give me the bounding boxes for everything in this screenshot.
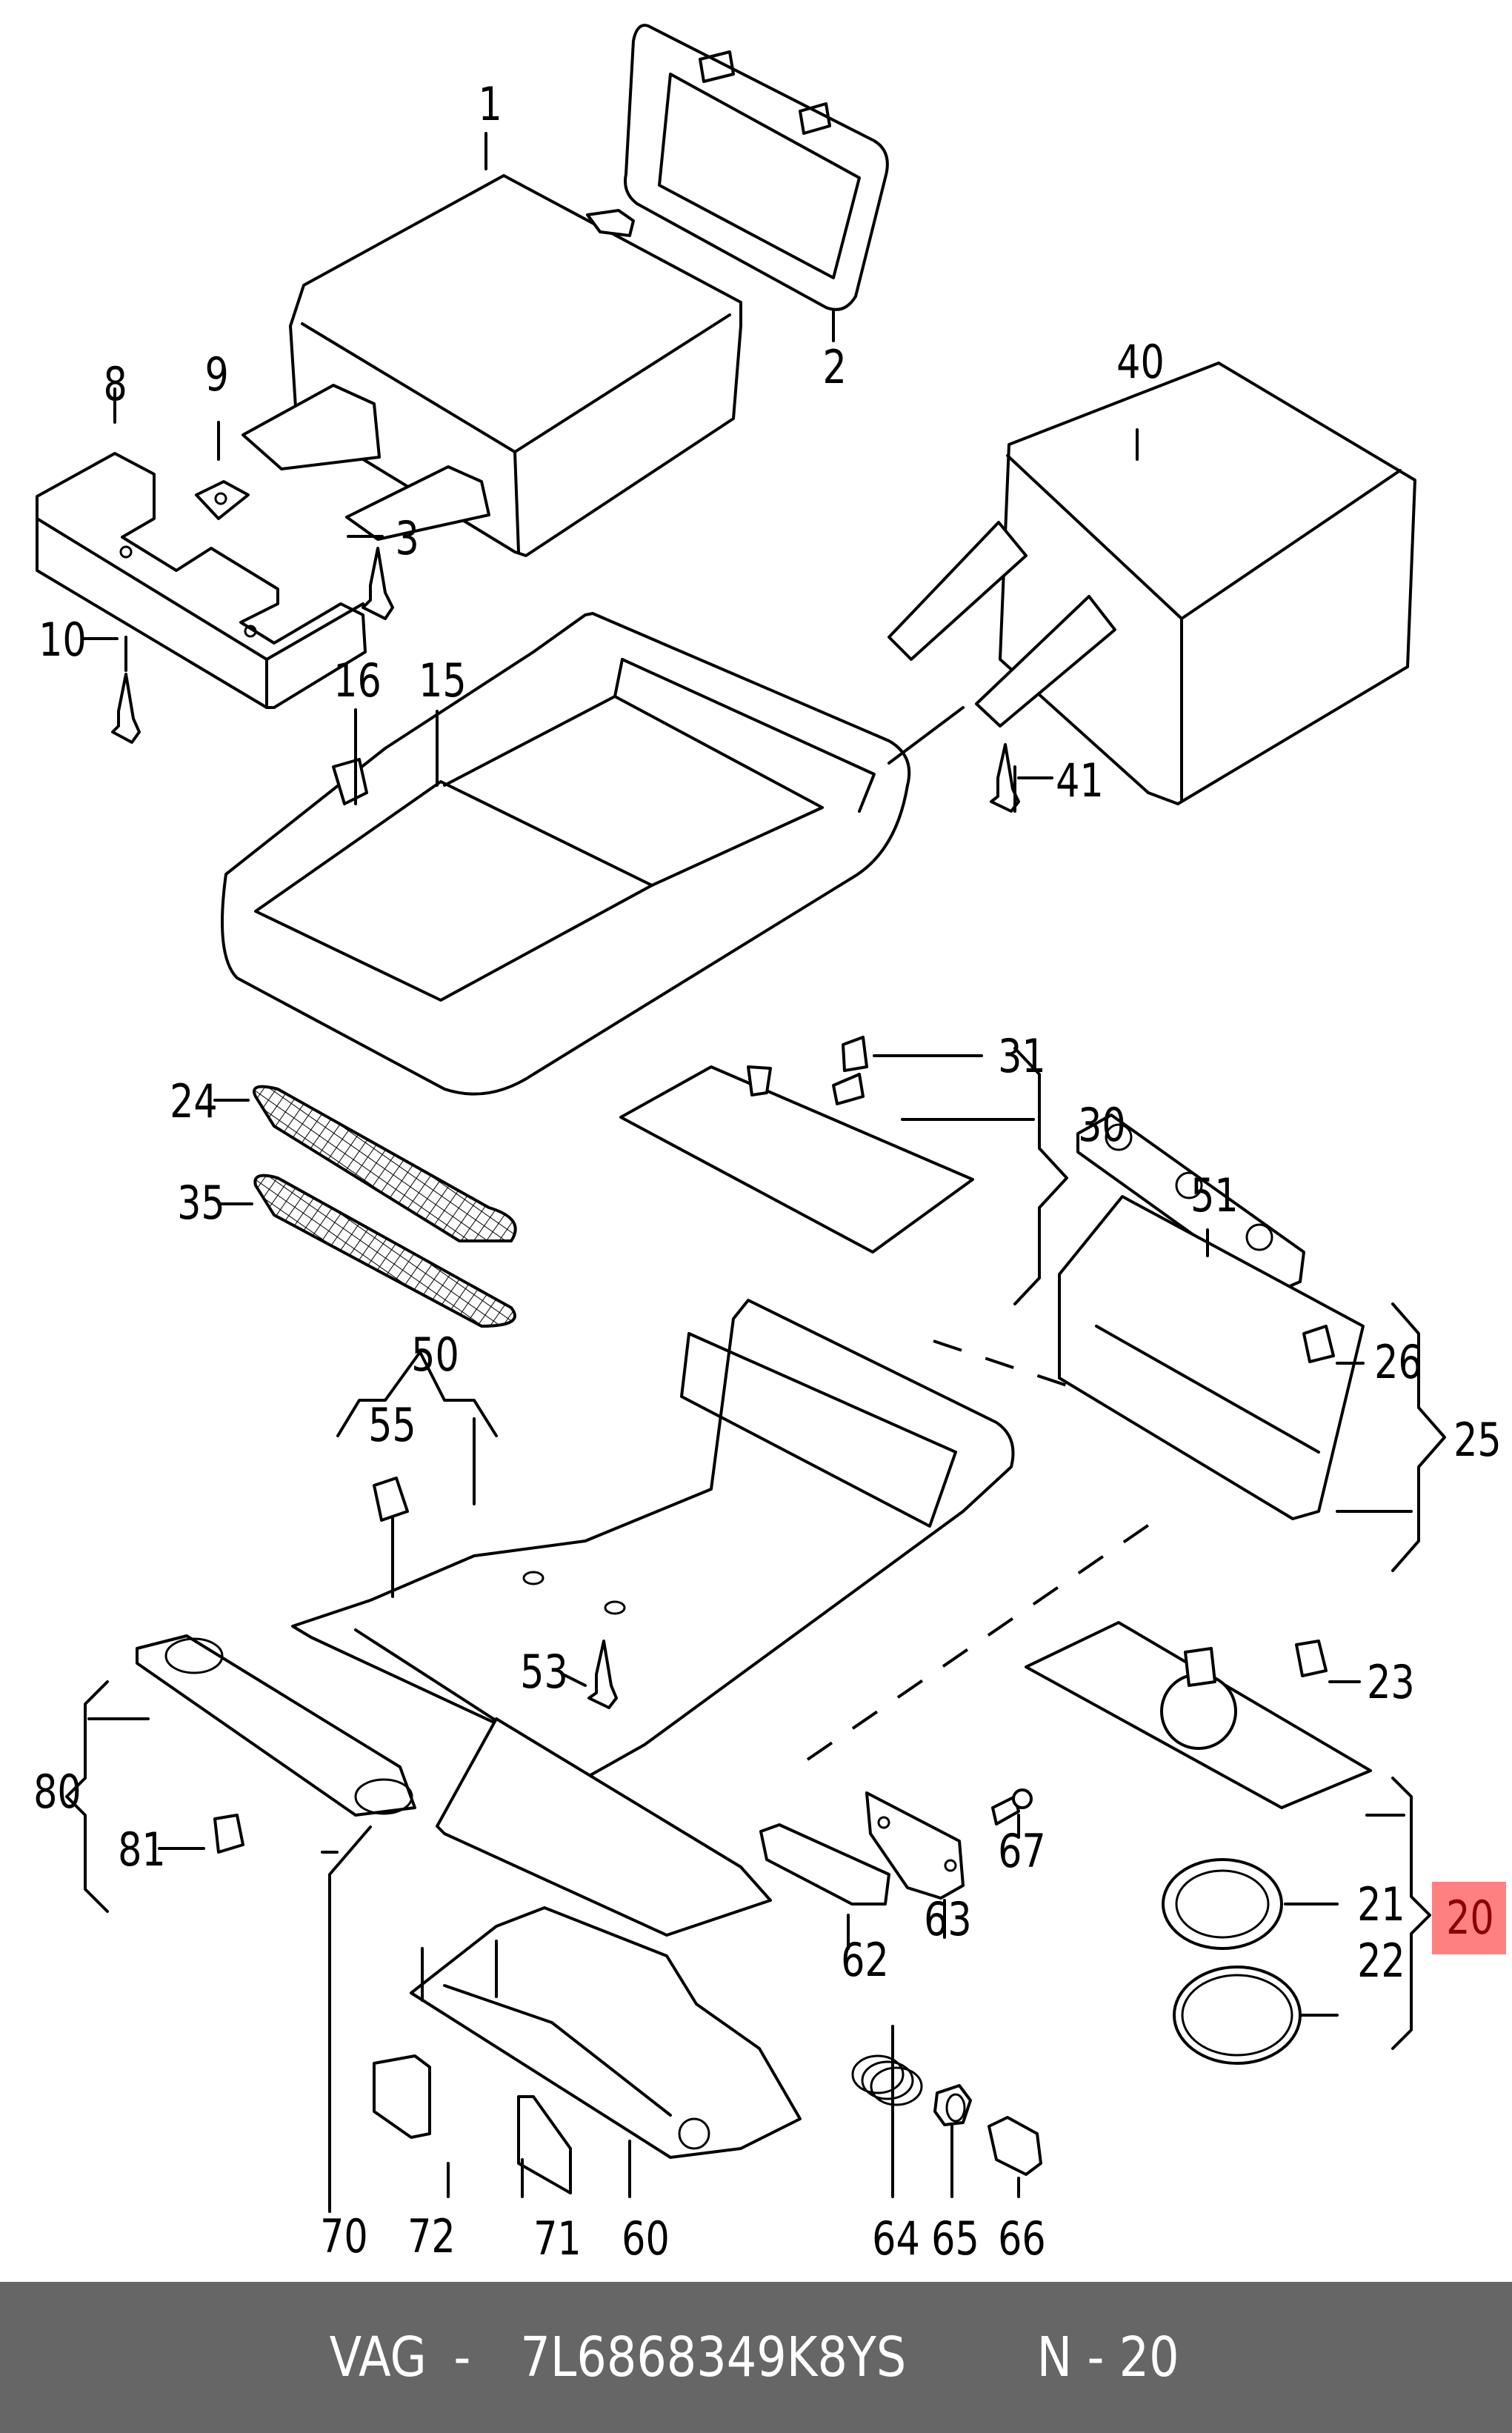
callout-30: 30 bbox=[1078, 1099, 1126, 1152]
callout-71: 71 bbox=[533, 2212, 582, 2266]
part-81-clip bbox=[213, 1814, 244, 1854]
callout-67: 67 bbox=[998, 1825, 1046, 1878]
footer-part-number: 7L6868349K8YS bbox=[520, 2326, 907, 2389]
part-71-pad bbox=[517, 2095, 572, 2194]
callout-53: 53 bbox=[520, 1645, 568, 1699]
part-1-storage-box bbox=[242, 174, 742, 557]
callout-31: 31 bbox=[998, 1030, 1046, 1083]
part-3-screw bbox=[362, 547, 394, 620]
callout-81: 81 bbox=[118, 1823, 166, 1877]
callout-25: 25 bbox=[1453, 1414, 1502, 1467]
part-20-lamp-assembly bbox=[1025, 1621, 1372, 1809]
part-80-pad bbox=[136, 1634, 416, 1817]
part-25-control-unit bbox=[1058, 1195, 1365, 1520]
callout-1: 1 bbox=[479, 78, 502, 131]
leader-lines bbox=[65, 132, 1446, 2213]
part-26-clip bbox=[1302, 1325, 1335, 1363]
callout-23: 23 bbox=[1367, 1656, 1415, 1709]
callout-51: 51 bbox=[1190, 1169, 1239, 1222]
callout-70: 70 bbox=[320, 2210, 368, 2263]
part-62-cover bbox=[759, 1823, 890, 1906]
callout-9: 9 bbox=[205, 348, 229, 402]
callout-62: 62 bbox=[841, 1934, 889, 1987]
callout-65: 65 bbox=[931, 2212, 979, 2266]
part-8-bracket bbox=[36, 452, 367, 709]
callout-22: 22 bbox=[1357, 1934, 1405, 1988]
part-66-gear bbox=[988, 2116, 1042, 2176]
part-22-ring bbox=[1173, 1966, 1302, 2065]
part-16-clip bbox=[332, 758, 368, 805]
part-23-clip bbox=[1295, 1640, 1328, 1677]
part-72-pad bbox=[373, 2054, 431, 2139]
part-64-spring bbox=[851, 2054, 923, 2106]
callout-60: 60 bbox=[622, 2212, 670, 2266]
part-51-lamp-holder bbox=[1076, 1114, 1305, 1294]
part-65-knob bbox=[933, 2084, 972, 2126]
callout-10: 10 bbox=[39, 613, 87, 667]
part-2-frame bbox=[624, 24, 889, 311]
footer-page-ref: N - 20 bbox=[1036, 2326, 1179, 2389]
part-31-clip bbox=[842, 1036, 868, 1072]
part-9-clip bbox=[195, 480, 250, 520]
callout-35: 35 bbox=[177, 1176, 225, 1230]
part-53-screw bbox=[587, 1640, 618, 1709]
callout-40: 40 bbox=[1116, 336, 1165, 389]
part-10-screw bbox=[111, 673, 141, 744]
part-50-console bbox=[291, 1299, 1015, 1780]
callout-15: 15 bbox=[419, 654, 467, 708]
part-40-box bbox=[887, 362, 1416, 805]
callout-8: 8 bbox=[104, 358, 127, 411]
callout-64: 64 bbox=[872, 2212, 920, 2266]
callout-3: 3 bbox=[396, 512, 419, 565]
parts-diagram: 1 2 40 8 9 3 10 16 15 41 24 31 30 51 35 … bbox=[33, 24, 1506, 2266]
callout-21: 21 bbox=[1357, 1878, 1405, 1931]
part-60-lid bbox=[410, 1906, 802, 2159]
callout-24: 24 bbox=[170, 1075, 218, 1128]
callout-16: 16 bbox=[333, 654, 382, 708]
callout-26: 26 bbox=[1374, 1336, 1422, 1389]
callout-66: 66 bbox=[998, 2212, 1046, 2266]
part-67-screw bbox=[991, 1788, 1033, 1825]
callout-63: 63 bbox=[924, 1893, 972, 1946]
footer-brand: VAG bbox=[329, 2326, 427, 2389]
callout-55: 55 bbox=[368, 1399, 416, 1452]
part-number-footer: VAG - 7L6868349K8YS N - 20 bbox=[0, 2282, 1512, 2433]
part-21-ring bbox=[1162, 1858, 1283, 1950]
footer-gap bbox=[944, 2326, 1019, 2389]
part-70-foam bbox=[436, 1717, 772, 1937]
callout-72: 72 bbox=[407, 2210, 456, 2263]
part-30-panel bbox=[619, 1065, 974, 1254]
part-15-tray bbox=[221, 612, 911, 1096]
callout-80: 80 bbox=[33, 1765, 81, 1819]
callout-20-highlighted[interactable]: 20 bbox=[1446, 1891, 1494, 1945]
callout-2: 2 bbox=[823, 341, 847, 394]
highlight-box bbox=[1432, 1882, 1506, 1954]
footer-separator: - bbox=[438, 2326, 486, 2389]
part-24-cover bbox=[253, 1085, 517, 1242]
part-35-cover bbox=[253, 1174, 516, 1328]
callout-labels: 1 2 40 8 9 3 10 16 15 41 24 31 30 51 35 … bbox=[33, 78, 1506, 2266]
part-63-bracket bbox=[865, 1791, 965, 1900]
callout-50: 50 bbox=[411, 1328, 459, 1382]
part-55-clip bbox=[373, 1477, 409, 1522]
callout-41: 41 bbox=[1056, 754, 1104, 808]
